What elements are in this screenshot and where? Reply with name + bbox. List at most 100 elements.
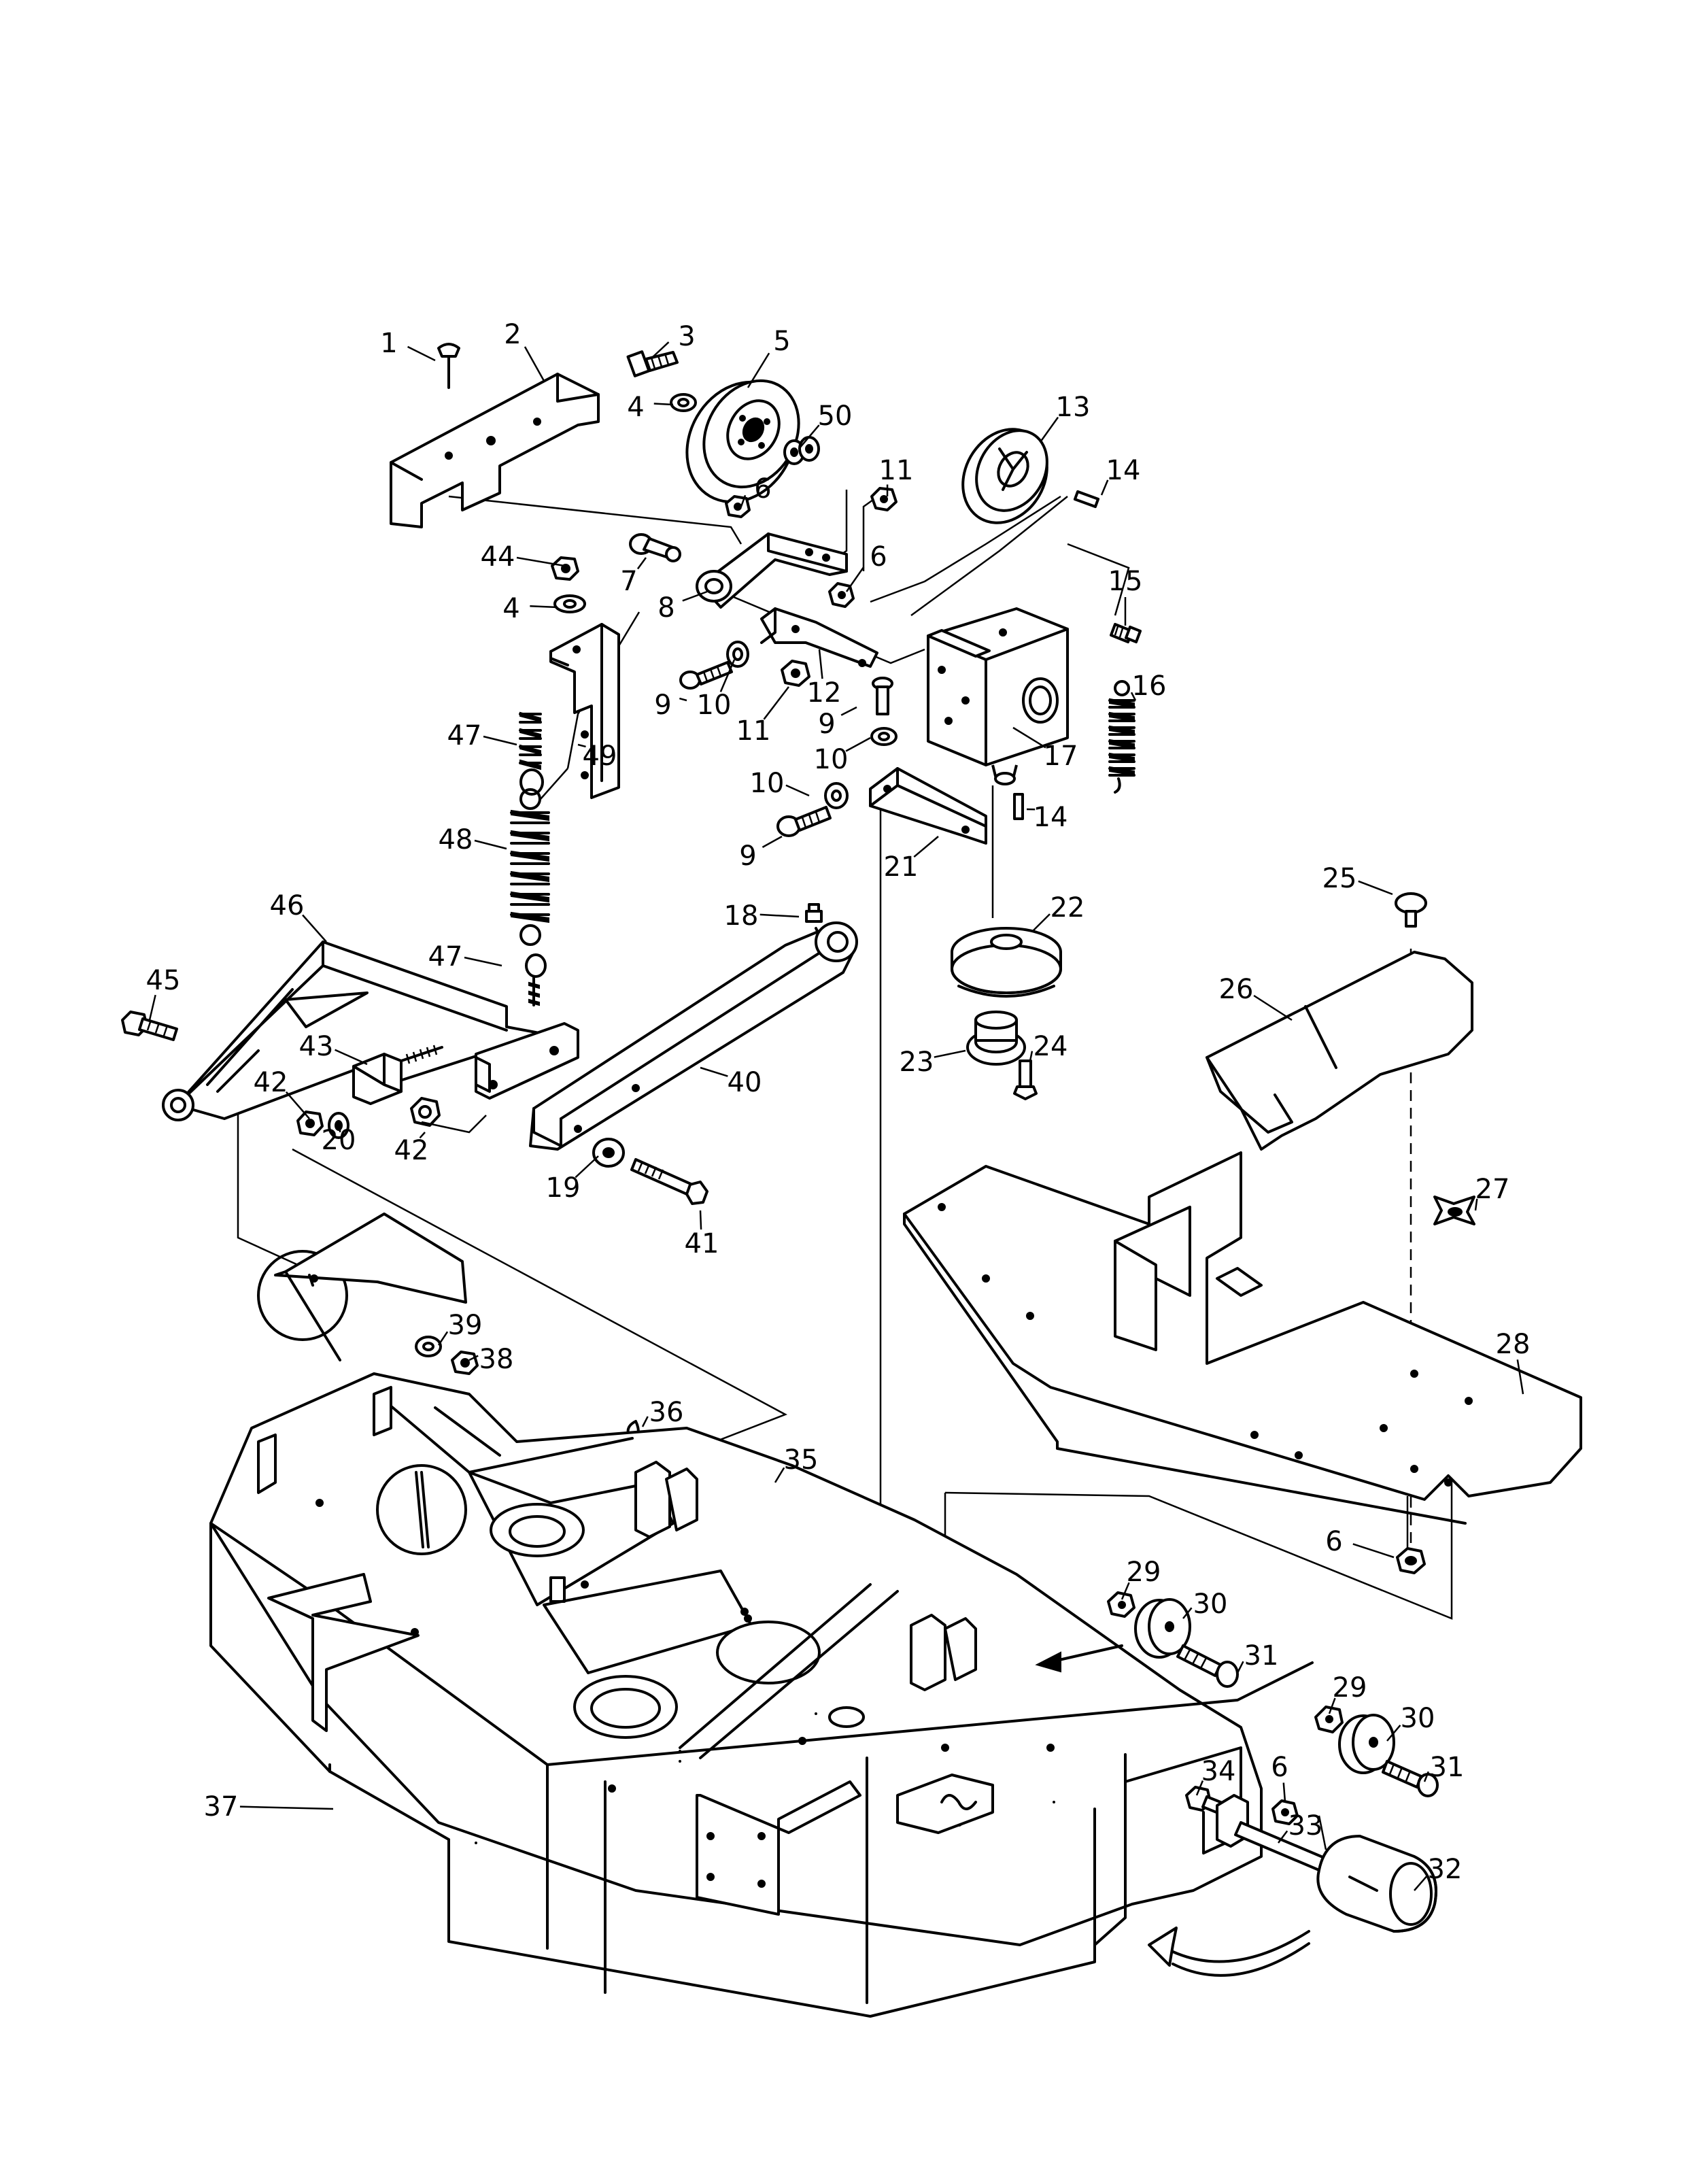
part-11-nut-upper bbox=[870, 487, 898, 511]
part-23-spindle-bearing bbox=[966, 1011, 1026, 1066]
part-5-idler-pulley bbox=[685, 379, 800, 504]
callout-leader-c6a bbox=[740, 494, 747, 507]
part-16-extension-spring bbox=[1108, 680, 1135, 794]
callout-leader-c5 bbox=[747, 352, 770, 388]
callout-number-c23: 23 bbox=[900, 1047, 934, 1078]
callout-leader-c33 bbox=[1277, 1830, 1288, 1844]
callout-leader-c40 bbox=[700, 1066, 728, 1077]
callout-leader-c31b bbox=[1423, 1771, 1429, 1782]
callout-number-c39: 39 bbox=[448, 1310, 483, 1341]
callout-number-c26: 26 bbox=[1219, 974, 1254, 1005]
callout-number-c4b: 4 bbox=[502, 593, 519, 624]
part-29-nut-a bbox=[1107, 1591, 1135, 1618]
callout-number-c46: 46 bbox=[270, 890, 305, 921]
callout-number-c49: 49 bbox=[583, 741, 617, 772]
callout-leader-c21 bbox=[913, 836, 939, 858]
callout-leader-c9c bbox=[762, 835, 783, 848]
direction-arrow-upper bbox=[1035, 1644, 1123, 1673]
callout-leader-c48 bbox=[474, 839, 507, 850]
callout-number-c6c: 6 bbox=[1325, 1526, 1342, 1557]
callout-number-c1: 1 bbox=[380, 328, 397, 359]
callout-leader-c11b bbox=[763, 686, 789, 720]
callout-number-c30b: 30 bbox=[1401, 1703, 1435, 1734]
part-18-grease-fitting bbox=[805, 903, 823, 923]
direction-arrow-curved bbox=[1148, 1927, 1310, 1977]
callout-leader-c46 bbox=[302, 914, 327, 943]
part-21-gearbox-bracket bbox=[869, 767, 987, 845]
callout-number-c13: 13 bbox=[1056, 392, 1091, 423]
part-14-key-upper bbox=[1073, 490, 1100, 509]
callout-leader-c44 bbox=[516, 556, 565, 567]
callout-leader-c26 bbox=[1253, 994, 1293, 1021]
part-15-bolt bbox=[1110, 623, 1142, 643]
callout-number-c36: 36 bbox=[649, 1397, 684, 1428]
callout-leader-c2 bbox=[524, 346, 545, 382]
callout-number-c31b: 31 bbox=[1430, 1752, 1465, 1783]
callout-number-c20: 20 bbox=[322, 1125, 356, 1156]
part-47-eyebolt-lower bbox=[525, 953, 547, 1006]
callout-number-c30a: 30 bbox=[1193, 1589, 1228, 1620]
part-12-mounting-bracket bbox=[760, 607, 878, 668]
part-13-drive-pulley bbox=[961, 428, 1048, 524]
callout-leader-c10a bbox=[719, 659, 736, 692]
part-26-belt-shield bbox=[1206, 951, 1473, 1151]
callout-leader-c12 bbox=[818, 649, 823, 679]
part-43-slide-block bbox=[352, 1053, 403, 1105]
callout-leader-c39 bbox=[437, 1331, 449, 1346]
detail-callout-circle-a bbox=[257, 1213, 467, 1361]
callout-number-c28: 28 bbox=[1496, 1329, 1531, 1360]
callout-number-c6a: 6 bbox=[754, 473, 771, 505]
callout-leader-c29b bbox=[1328, 1697, 1336, 1714]
callout-leader-c43 bbox=[335, 1049, 368, 1066]
callout-leader-c30a bbox=[1182, 1607, 1193, 1619]
callout-number-c9c: 9 bbox=[739, 841, 756, 872]
part-8-idler-arm bbox=[696, 532, 848, 609]
part-42-nut-b bbox=[410, 1097, 441, 1127]
callout-leader-c23 bbox=[934, 1049, 966, 1058]
callout-leader-c36 bbox=[641, 1416, 649, 1427]
callout-leader-c35 bbox=[774, 1467, 785, 1483]
part-2-bracket bbox=[390, 373, 600, 528]
callout-number-c22: 22 bbox=[1051, 892, 1085, 923]
callout-number-c24: 24 bbox=[1034, 1031, 1068, 1062]
callout-number-c15: 15 bbox=[1108, 566, 1143, 597]
callout-leader-c47b bbox=[464, 956, 502, 967]
callout-number-c7: 7 bbox=[620, 566, 637, 597]
part-28-deck-cover-plate bbox=[903, 1151, 1582, 1525]
part-11-nut-lower bbox=[781, 660, 810, 687]
callout-number-c10a: 10 bbox=[697, 690, 732, 721]
part-6-nut-upper bbox=[725, 495, 751, 518]
callout-number-c6b: 6 bbox=[870, 541, 887, 573]
callout-number-c40: 40 bbox=[728, 1067, 762, 1098]
callout-number-c48: 48 bbox=[439, 824, 473, 855]
part-3-bolt bbox=[626, 350, 679, 377]
callout-leader-c18 bbox=[759, 913, 800, 918]
callout-leader-c32 bbox=[1414, 1875, 1428, 1891]
part-7-shoulder-bolt bbox=[629, 533, 681, 562]
part-50-bearing bbox=[783, 436, 820, 465]
part-42-nut-a bbox=[296, 1111, 324, 1136]
part-22-spindle-pulley bbox=[951, 927, 1062, 998]
callout-leader-c13 bbox=[1039, 416, 1059, 443]
callout-leader-c49 bbox=[577, 743, 586, 748]
part-20-washer bbox=[328, 1112, 349, 1139]
callout-leader-c9b bbox=[840, 706, 857, 716]
callout-leader-c47a bbox=[483, 735, 517, 746]
callout-leader-c3 bbox=[652, 341, 670, 358]
part-44-nut bbox=[551, 556, 579, 581]
callout-leader-c45 bbox=[148, 994, 156, 1021]
part-4-washer-lower bbox=[553, 594, 586, 613]
part-6-nut-roller bbox=[1271, 1799, 1299, 1825]
callout-number-c11a: 11 bbox=[879, 455, 914, 486]
callout-leader-c29a bbox=[1121, 1582, 1130, 1600]
callout-number-c37: 37 bbox=[204, 1791, 239, 1823]
callout-number-c27: 27 bbox=[1475, 1174, 1510, 1205]
callout-number-c47a: 47 bbox=[447, 720, 482, 751]
part-30-roller-b bbox=[1338, 1714, 1395, 1774]
part-1-carriage-bolt bbox=[437, 343, 460, 389]
part-45-bolt bbox=[121, 1011, 178, 1041]
part-24-bolt bbox=[1013, 1059, 1038, 1100]
part-10-washer-c bbox=[824, 782, 849, 809]
callout-number-c2: 2 bbox=[504, 319, 521, 350]
